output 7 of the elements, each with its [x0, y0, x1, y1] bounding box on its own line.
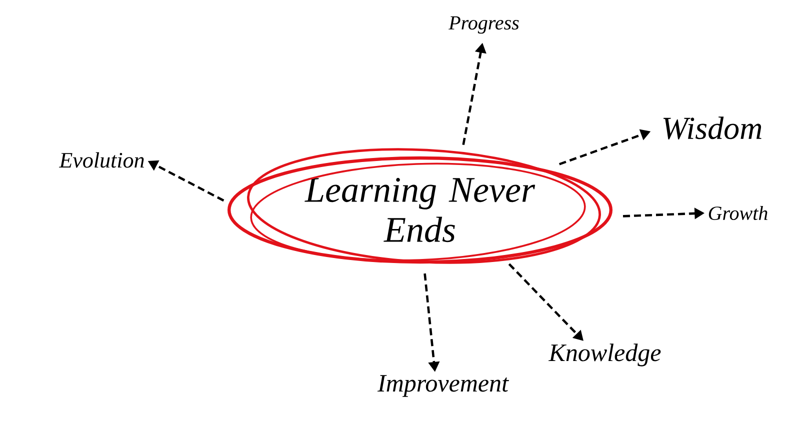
branch-label: Wisdom [663, 116, 762, 140]
circled-title: Learning Never Ends [228, 148, 613, 264]
branch-label: Evolution [59, 152, 144, 168]
branch-label: Progress [448, 16, 519, 34]
branch-label: Growth [708, 206, 768, 220]
branch-label: Knowledge [548, 344, 661, 366]
branch-label: Improvement [377, 375, 509, 397]
